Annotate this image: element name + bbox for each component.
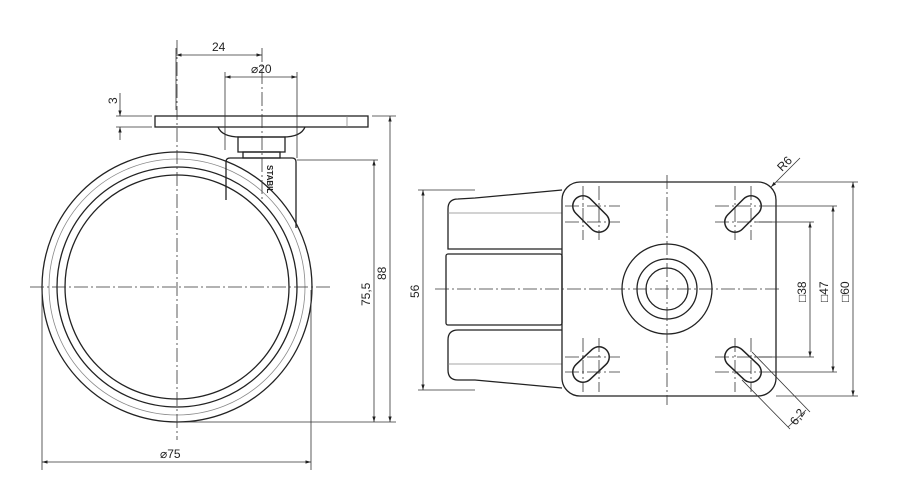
dimension-wheel-height: 75,5 xyxy=(297,159,378,422)
side-view: STABIL 24 ⌀20 3 88 xyxy=(30,40,396,470)
dimension-wheel-width: 56 xyxy=(408,189,475,391)
dimension-square-38: □38 xyxy=(755,221,814,358)
svg-text:□38: □38 xyxy=(795,281,809,302)
dimension-plate-thickness: 3 xyxy=(106,93,152,140)
svg-text:⌀20: ⌀20 xyxy=(251,62,272,76)
dimension-square-47: □47 xyxy=(772,205,837,373)
mounting-slots xyxy=(565,186,772,392)
brand-marking: STABIL xyxy=(265,165,274,193)
wheel-tread xyxy=(445,189,563,389)
svg-text:□60: □60 xyxy=(838,281,852,302)
svg-text:56: 56 xyxy=(408,284,422,298)
dimension-wheel-diameter: ⌀75 xyxy=(41,290,312,470)
top-view: 56 R6 □38 □47 □60 6,2 xyxy=(408,153,858,430)
svg-text:□47: □47 xyxy=(817,281,831,302)
svg-text:88: 88 xyxy=(375,266,389,280)
top-plate: STABIL xyxy=(154,115,369,228)
dimension-total-height: 88 xyxy=(177,115,396,423)
svg-text:3: 3 xyxy=(106,97,120,104)
dimension-square-60: □60 xyxy=(776,181,858,397)
dimension-offset: 24 xyxy=(175,40,262,110)
svg-text:R6: R6 xyxy=(774,153,795,174)
svg-text:24: 24 xyxy=(212,40,226,54)
svg-text:75,5: 75,5 xyxy=(359,282,373,306)
svg-text:⌀75: ⌀75 xyxy=(160,447,181,461)
dimension-stem-diameter: ⌀20 xyxy=(224,62,298,158)
